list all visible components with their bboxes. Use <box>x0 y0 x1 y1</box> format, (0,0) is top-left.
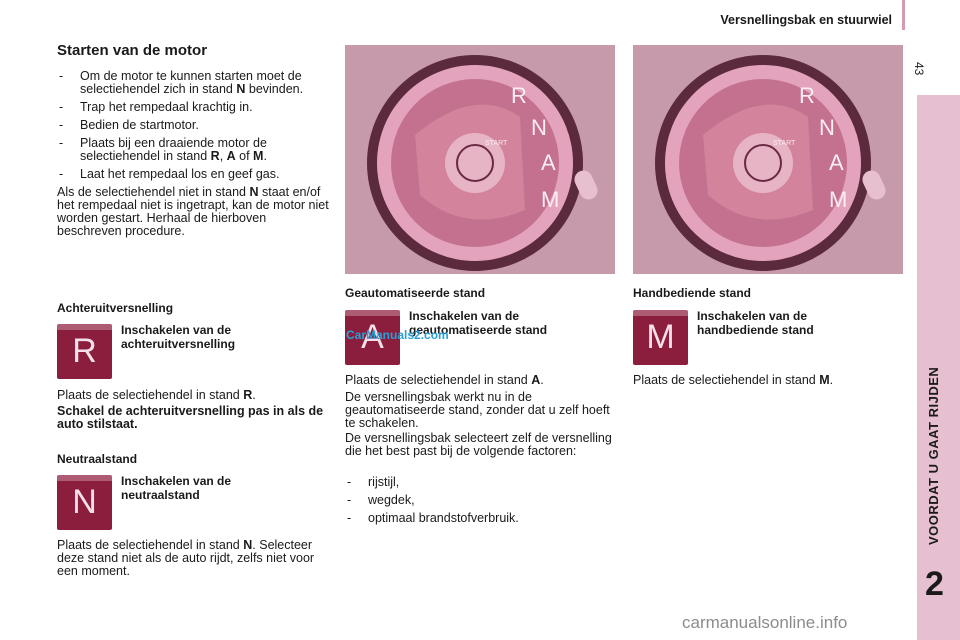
auto-subtitle: Inschakelen van de geautomatiseerde stan… <box>409 309 548 337</box>
start-step-3: Bedien de startmotor. <box>57 119 332 133</box>
bottom-watermark: carmanualsonline.info <box>682 613 848 632</box>
dial-letter-n: N <box>531 115 547 140</box>
start-steps: Om de motor te kunnen starten moet de se… <box>57 70 332 238</box>
key-a-icon: A <box>345 310 400 365</box>
dial-letter-m: M <box>541 187 559 212</box>
manual-subtitle: Inschakelen van de handbediende stand <box>697 309 814 337</box>
sidebar-band <box>917 95 960 640</box>
start-step-4: Plaats bij een draaiende motor de select… <box>57 137 332 163</box>
sidebar-label: VOORDAT U GAAT RIJDEN <box>926 366 941 545</box>
dial-letter-r: R <box>511 83 527 108</box>
dial2-letter-a: A <box>829 150 844 175</box>
page-title: Starten van de motor <box>57 42 208 59</box>
dial-start-label: START <box>485 140 508 147</box>
reverse-text: Plaats de selectiehendel in stand R. <box>57 388 256 402</box>
page-number: 43 <box>912 62 926 76</box>
dial2-start-label: START <box>773 140 796 147</box>
selector-dial-photo-auto: R N A M START <box>345 45 615 274</box>
reverse-warning: Schakel de achteruitversnelling pas in a… <box>57 404 324 431</box>
auto-factors: rijstijl, wegdek, optimaal brandstofverb… <box>345 476 615 530</box>
start-step-2: Trap het rempedaal krachtig in. <box>57 101 332 115</box>
header-divider <box>902 0 905 30</box>
start-note: Als de selectiehendel niet in stand N st… <box>57 185 329 238</box>
start-step-1: Om de motor te kunnen starten moet de se… <box>57 70 332 96</box>
auto-text-3: De versnellingsbak selecteert zelf de ve… <box>345 431 612 458</box>
chapter-number: 2 <box>925 565 944 603</box>
selector-dial-photo-manual: R N A M START <box>633 45 903 274</box>
manual-text: Plaats de selectiehendel in stand M. <box>633 373 834 387</box>
auto-factor-1: rijstijl, <box>345 476 615 490</box>
auto-text-2: De versnellingsbak werkt nu in de geauto… <box>345 390 610 430</box>
overlay-watermark: CarManuals2.com <box>346 328 449 342</box>
dial-letter-a: A <box>541 150 556 175</box>
selector-dial-illustration: R N A M START <box>345 45 615 274</box>
auto-factor-3: optimaal brandstofverbruik. <box>345 512 615 526</box>
neutral-title: Neutraalstand <box>57 452 138 466</box>
reverse-subtitle: Inschakelen van de achteruitversnelling <box>121 323 236 351</box>
neutral-subtitle: Inschakelen van de neutraalstand <box>121 474 232 502</box>
auto-text-1: Plaats de selectiehendel in stand A. <box>345 373 544 387</box>
key-n-icon: N <box>57 475 112 530</box>
dial2-letter-m: M <box>829 187 847 212</box>
reverse-title: Achteruitversnelling <box>57 301 174 315</box>
auto-factor-2: wegdek, <box>345 494 615 508</box>
neutral-text: Plaats de selectiehendel in stand N. Sel… <box>57 538 315 578</box>
selector-dial-illustration-2: R N A M START <box>633 45 903 274</box>
manual-title: Handbediende stand <box>633 286 752 300</box>
header-title: Versnellingsbak en stuurwiel <box>720 13 892 27</box>
key-m-icon: M <box>633 310 688 365</box>
key-r-icon: R <box>57 324 112 379</box>
start-step-5: Laat het rempedaal los en geef gas. <box>57 168 332 182</box>
dial2-letter-n: N <box>819 115 835 140</box>
auto-title: Geautomatiseerde stand <box>345 286 486 300</box>
dial2-letter-r: R <box>799 83 815 108</box>
